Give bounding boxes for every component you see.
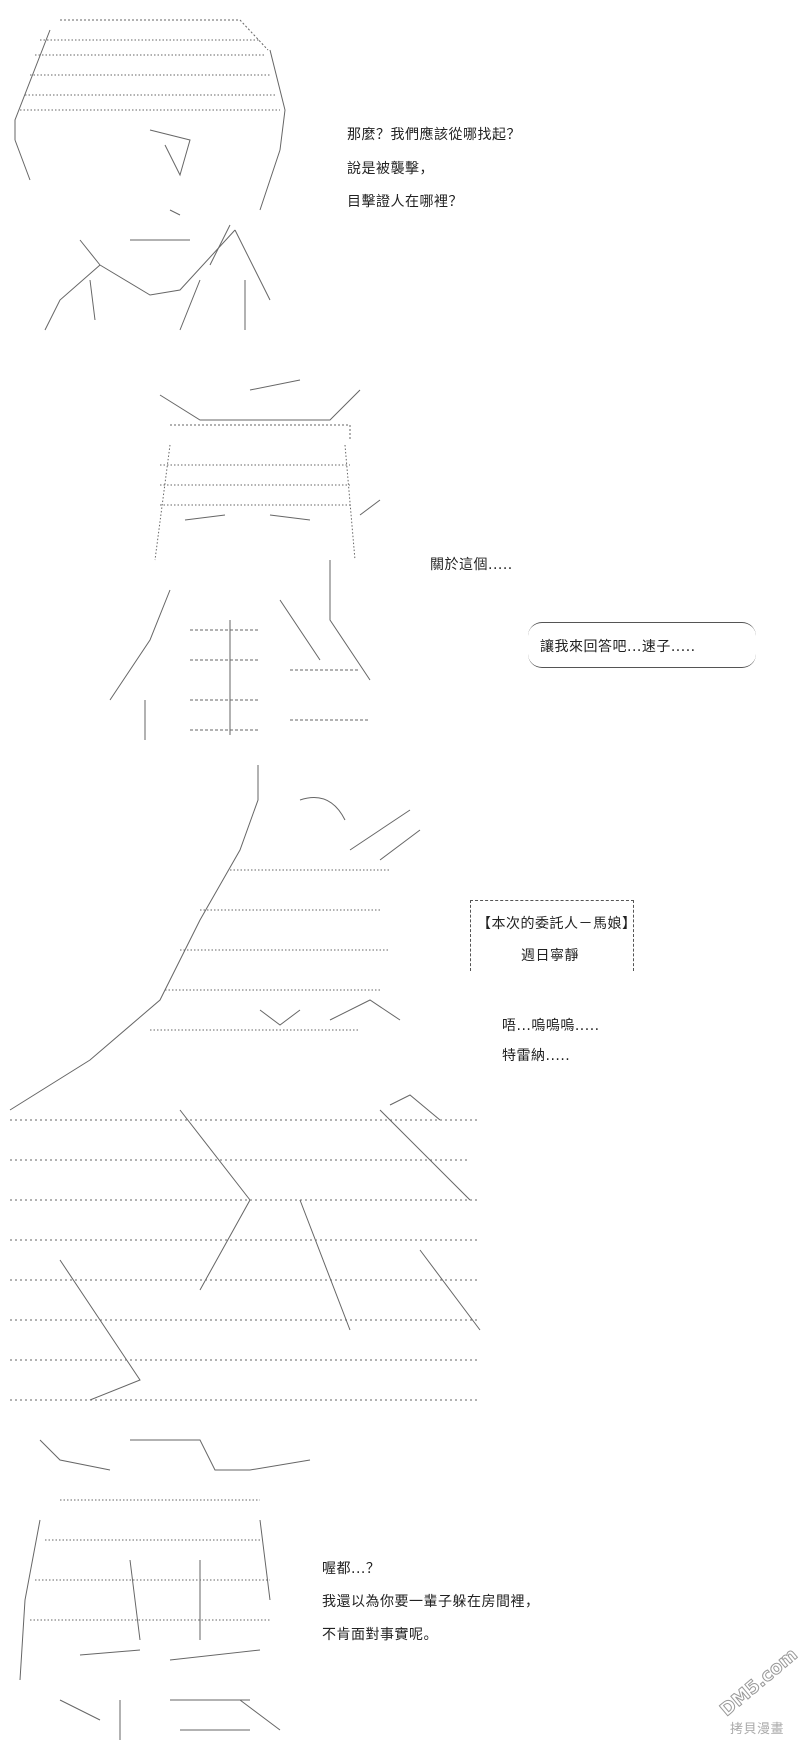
dialogue-line: 說是被襲擊， — [347, 161, 434, 177]
bubble-text: 讓我來回答吧...速子..... — [540, 639, 696, 655]
speech-bubble: 讓我來回答吧...速子..... — [528, 622, 756, 668]
watermark-logo: DM5.com — [716, 1644, 800, 1722]
character-portrait-3 — [9, 765, 481, 1401]
dialogue-line: 不肯面對事實呢。 — [322, 1627, 438, 1643]
character-portrait-4 — [19, 1439, 311, 1740]
dialogue-line: 特雷納..... — [502, 1048, 571, 1064]
dialogue-line: 目擊證人在哪裡？ — [347, 194, 463, 210]
client-info-box: 【本次的委託人－馬娘】 週日寧靜 — [470, 900, 637, 971]
dialogue-line: 喔都...？ — [322, 1561, 381, 1577]
character-portrait-1 — [14, 19, 286, 331]
watermark: DM5.com 拷貝漫畫 — [716, 1644, 800, 1740]
info-box-name: 週日寧靜 — [521, 948, 579, 964]
dialogue-line: 那麼？我們應該從哪找起？ — [347, 127, 521, 143]
character-portrait-2 — [109, 379, 381, 740]
info-box-title: 【本次的委託人－馬娘】 — [477, 916, 637, 932]
dialogue-line: 我還以為你要一輩子躲在房間裡， — [322, 1594, 540, 1610]
narration-text: 關於這個..... — [430, 557, 513, 573]
watermark-text: 拷貝漫畫 — [730, 1722, 785, 1737]
dialogue-line: 唔...嗚嗚嗚..... — [502, 1018, 600, 1034]
